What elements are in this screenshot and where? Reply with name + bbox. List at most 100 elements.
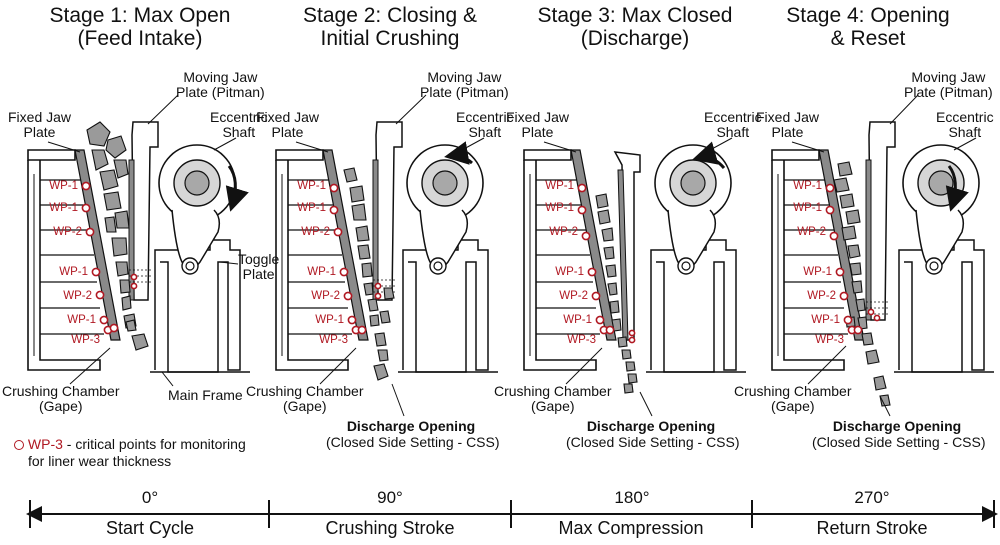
stage-2-wear-point-label: WP-2 (301, 226, 330, 238)
legend-text-line1: - critical points for monitoring (62, 436, 246, 452)
stage-1-wear-point-label: WP-2 (63, 290, 92, 302)
stage-4-wear-point-label: WP-1 (793, 180, 822, 192)
legend: WP-3 - critical points for monitoring fo… (14, 436, 246, 470)
wear-point-legend-icon (14, 440, 24, 451)
stage-4-wear-point-label: WP-2 (797, 226, 826, 238)
stage-3-wear-point-label: WP-2 (559, 290, 588, 302)
stage-3-discharge-subtitle: (Closed Side Setting - CSS) (566, 434, 740, 450)
stage-2-title: Stage 2: Closing & Initial Crushing (270, 4, 510, 50)
stage-3-eccentric-label: Eccentric Shaft (704, 110, 762, 140)
stage-3-machine (523, 141, 747, 394)
stage-3-eccentric-line1: Eccentric (704, 109, 762, 125)
stage-4-discharge-title: Discharge Opening (832, 418, 962, 434)
stage-2-discharge-label: Discharge Opening (Closed Side Setting -… (326, 418, 500, 450)
stage-3-wear-point-label: WP-2 (549, 226, 578, 238)
stage-1-moving-jaw-line1: Moving Jaw (183, 69, 258, 85)
stage-3-wear-point-label: WP-1 (545, 180, 574, 192)
stage-1-fixed-jaw-label: Fixed Jaw Plate (8, 110, 71, 140)
stage-2-machine (275, 121, 499, 381)
stage-2-fixed-jaw-line1: Fixed Jaw (256, 109, 320, 125)
stage-4-wear-point-label: WP-2 (807, 290, 836, 302)
stage-2-moving-jaw-line2: Plate (Pitman) (420, 84, 509, 100)
stage-2-crushing-chamber-line2: (Gape) (282, 398, 327, 414)
stage-3-eccentric-line2: Shaft (716, 124, 750, 140)
toggle-plate-label: Toggle Plate (238, 252, 279, 282)
stage-2-wear-point-label: WP-1 (307, 266, 336, 278)
stage-4-eccentric-label: Eccentric Shaft (936, 110, 994, 140)
stage-3-crushing-chamber-label: Crushing Chamber (Gape) (494, 384, 612, 414)
stage-1-wear-point-label: WP-1 (67, 314, 96, 326)
stage-1-machine (27, 121, 251, 373)
stage-4-eccentric-line1: Eccentric (936, 109, 994, 125)
angle-0-label: 0° (141, 488, 159, 507)
wear-point-markers (81, 181, 881, 344)
stage-2-eccentric-line1: Eccentric (456, 109, 514, 125)
stage-2-eccentric-line2: Shaft (468, 124, 502, 140)
stage-1-crushing-chamber-label: Crushing Chamber (Gape) (2, 384, 120, 414)
stage-2-crushing-chamber-line1: Crushing Chamber (246, 383, 364, 399)
stage-1-wear-point-label: WP-1 (49, 202, 78, 214)
stage-4-discharge-label: Discharge Opening (Closed Side Setting -… (812, 418, 986, 450)
stage-1-wear-point-label: WP-3 (71, 334, 100, 346)
stage-1-wear-point-label: WP-1 (59, 266, 88, 278)
legend-text-line2: for liner wear thickness (28, 453, 172, 469)
stage-1-fixed-jaw-line1: Fixed Jaw (8, 109, 72, 125)
stage-3-discharge-label: Discharge Opening (Closed Side Setting -… (566, 418, 740, 450)
stage-1-eccentric-line2: Shaft (222, 124, 256, 140)
stage-4-crushing-chamber-line1: Crushing Chamber (734, 383, 852, 399)
stage-1-crushing-chamber-line1: Crushing Chamber (2, 383, 120, 399)
stage-1-title: Stage 1: Max Open (Feed Intake) (20, 4, 260, 50)
phase-crushing-stroke: Crushing Stroke (325, 518, 455, 538)
phase-return-stroke: Return Stroke (816, 518, 928, 538)
stage-4-crushing-chamber-label: Crushing Chamber (Gape) (734, 384, 852, 414)
stage-2-wear-point-label: WP-1 (297, 202, 326, 214)
stage-4-moving-jaw-label: Moving Jaw Plate (Pitman) (904, 70, 993, 100)
leader-lines (47, 94, 977, 417)
stage-3-fixed-jaw-label: Fixed Jaw Plate (506, 110, 569, 140)
stage-2-moving-jaw-line1: Moving Jaw (427, 69, 502, 85)
stage-1-moving-jaw-label: Moving Jaw Plate (Pitman) (176, 70, 265, 100)
stage-4-wear-point-label: WP-1 (793, 202, 822, 214)
stage-4-discharge-subtitle: (Closed Side Setting - CSS) (812, 434, 986, 450)
stage-2-title-line1: Stage 2: Closing & (303, 4, 477, 27)
stage-4-fixed-jaw-label: Fixed Jaw Plate (756, 110, 819, 140)
stage-4-wear-point-label: WP-1 (803, 266, 832, 278)
stage-1-moving-jaw-line2: Plate (Pitman) (176, 84, 265, 100)
main-frame-label: Main Frame (168, 387, 243, 403)
stage-1-wear-point-label: WP-1 (49, 180, 78, 192)
stage-3-discharge-title: Discharge Opening (586, 418, 716, 434)
angle-90-label: 90° (377, 488, 403, 507)
legend-code: WP-3 (27, 436, 63, 452)
stage-4-wear-point-label: WP-1 (811, 314, 840, 326)
stage-2-wear-point-label: WP-1 (315, 314, 344, 326)
stage-2-wear-point-label: WP-1 (297, 180, 326, 192)
stage-2-wear-point-label: WP-3 (319, 334, 348, 346)
stage-4-title-line2: & Reset (830, 27, 906, 50)
stage-4-fixed-jaw-line2: Plate (771, 124, 804, 140)
stage-2-discharge-subtitle: (Closed Side Setting - CSS) (326, 434, 500, 450)
toggle-plate-line1: Toggle (238, 251, 280, 267)
stage-1-title-line2: (Feed Intake) (77, 27, 203, 50)
toggle-plate-line2: Plate (242, 266, 275, 282)
phase-start-cycle: Start Cycle (105, 518, 195, 538)
stage-3-wear-point-label: WP-1 (545, 202, 574, 214)
stage-3-wear-point-label: WP-1 (555, 266, 584, 278)
stage-3-title-line2: (Discharge) (580, 27, 690, 50)
phase-max-compression: Max Compression (558, 518, 704, 538)
stage-4-moving-jaw-line1: Moving Jaw (911, 69, 986, 85)
stage-2-crushing-chamber-label: Crushing Chamber (Gape) (246, 384, 364, 414)
stage-1-title-line1: Stage 1: Max Open (49, 4, 231, 27)
stage-3-fixed-jaw-line1: Fixed Jaw (506, 109, 570, 125)
stage-3-wear-point-label: WP-3 (567, 334, 596, 346)
stage-1-wear-point-label: WP-2 (53, 226, 82, 238)
stage-2-title-line2: Initial Crushing (320, 27, 460, 50)
stage-3-wear-point-label: WP-1 (563, 314, 592, 326)
stage-3-title-line1: Stage 3: Max Closed (537, 4, 733, 27)
stage-3-crushing-chamber-line1: Crushing Chamber (494, 383, 612, 399)
stage-3-title: Stage 3: Max Closed (Discharge) (515, 4, 755, 50)
stage-4-machine (771, 121, 995, 407)
stage-1-fixed-jaw-line2: Plate (23, 124, 56, 140)
stage-1-crushing-chamber-line2: (Gape) (38, 398, 83, 414)
stage-2-discharge-title: Discharge Opening (346, 418, 476, 434)
